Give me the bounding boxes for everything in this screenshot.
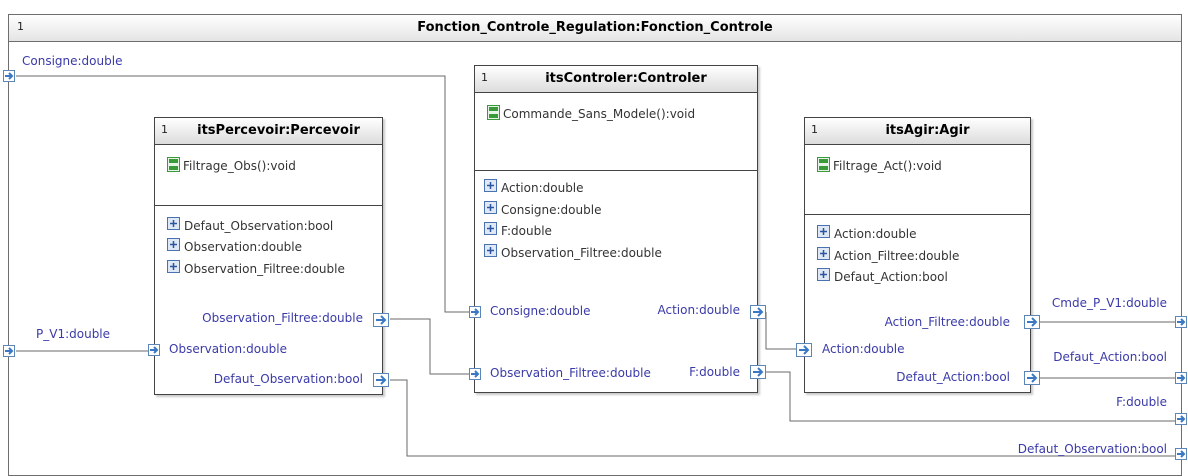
controler-port-observation-filtree[interactable] <box>469 368 481 380</box>
percevoir-attribute-label: Observation:double <box>184 239 303 254</box>
attribute-icon <box>817 268 831 285</box>
attribute-icon <box>817 225 831 242</box>
agir-operation[interactable]: Filtrage_Act():void <box>817 157 942 175</box>
agir-header: 1 itsAgir:Agir <box>805 118 1030 145</box>
agir-attribute[interactable]: Action:double <box>817 225 917 242</box>
percevoir-port-observation-filtree[interactable] <box>373 313 389 327</box>
frame-title: Fonction_Controle_Regulation:Fonction_Co… <box>417 20 773 35</box>
percevoir-port-label-observation: Observation:double <box>169 342 288 356</box>
attribute-icon <box>484 201 498 218</box>
agir-title: itsAgir:Agir <box>885 123 970 138</box>
attribute-icon <box>484 222 498 239</box>
controler-port-label-consigne: Consigne:double <box>490 304 591 318</box>
connector-consigne <box>16 75 469 313</box>
agir-attribute[interactable]: Defaut_Action:bool <box>817 268 948 285</box>
controler-operation[interactable]: Commande_Sans_Modele():void <box>487 105 695 123</box>
attribute-icon <box>167 238 181 255</box>
controler-attribute[interactable]: Action:double <box>484 179 584 196</box>
controler-port-label-observation-filtree: Observation_Filtree:double <box>490 366 651 380</box>
frame-port-label-p-v1: P_V1:double <box>36 327 111 341</box>
frame-port-p-v1[interactable] <box>3 345 15 357</box>
controler-attribute-label: Consigne:double <box>501 202 602 217</box>
operation-icon <box>817 157 830 175</box>
percevoir-separator <box>155 205 382 206</box>
frame-port-label-defaut-observation: Defaut_Observation:bool <box>1017 442 1167 456</box>
connector-observation-filtree <box>390 318 469 375</box>
frame-port-label-f: F:double <box>1116 395 1167 409</box>
controler-attribute-label: F:double <box>501 223 552 238</box>
percevoir-part[interactable]: 1 itsPercevoir:Percevoir Filtrage_Obs():… <box>154 117 383 395</box>
controler-separator <box>475 170 757 171</box>
percevoir-attribute[interactable]: Observation_Filtree:double <box>167 260 345 277</box>
operation-icon <box>487 105 500 123</box>
agir-attribute-label: Action:double <box>834 226 917 241</box>
controler-port-label-f: F:double <box>689 365 740 379</box>
percevoir-title: itsPercevoir:Percevoir <box>197 123 360 138</box>
agir-attribute[interactable]: Action_Filtree:double <box>817 247 959 264</box>
controler-part[interactable]: 1 itsControler:Controler Commande_Sans_M… <box>474 65 758 393</box>
agir-attribute-label: Defaut_Action:bool <box>834 269 948 284</box>
controler-attribute[interactable]: Consigne:double <box>484 201 601 218</box>
frame-multiplicity: 1 <box>17 20 24 33</box>
percevoir-port-observation[interactable] <box>148 344 160 356</box>
frame-port-f[interactable] <box>1175 413 1187 425</box>
controler-port-consigne[interactable] <box>469 306 481 318</box>
percevoir-operation-label: Filtrage_Obs():void <box>183 159 296 173</box>
percevoir-port-defaut-observation[interactable] <box>373 373 389 387</box>
frame-port-label-consigne: Consigne:double <box>22 54 123 68</box>
agir-port-action-filtree[interactable] <box>1024 315 1040 329</box>
attribute-icon <box>167 260 181 277</box>
agir-port-action[interactable] <box>796 343 812 357</box>
percevoir-port-label-observation-filtree: Observation_Filtree:double <box>202 311 363 325</box>
controler-port-label-action: Action:double <box>657 303 740 317</box>
percevoir-header: 1 itsPercevoir:Percevoir <box>155 118 382 145</box>
controler-multiplicity: 1 <box>481 71 488 84</box>
percevoir-port-label-defaut-observation: Defaut_Observation:bool <box>213 372 363 386</box>
controler-title: itsControler:Controler <box>545 71 707 86</box>
controler-header: 1 itsControler:Controler <box>475 66 757 93</box>
controler-attribute-label: Observation_Filtree:double <box>501 245 662 260</box>
frame-port-defaut-observation[interactable] <box>1175 448 1187 460</box>
frame-header: 1 Fonction_Controle_Regulation:Fonction_… <box>8 14 1182 42</box>
agir-port-defaut-action[interactable] <box>1024 371 1040 385</box>
frame-port-defaut-action[interactable] <box>1175 372 1187 384</box>
controler-port-action[interactable] <box>750 305 766 319</box>
percevoir-attribute[interactable]: Defaut_Observation:bool <box>167 217 333 234</box>
percevoir-attribute[interactable]: Observation:double <box>167 238 302 255</box>
percevoir-multiplicity: 1 <box>161 123 168 136</box>
controler-attribute-label: Action:double <box>501 180 584 195</box>
connector-action <box>765 312 796 350</box>
percevoir-attribute-label: Observation_Filtree:double <box>184 261 345 276</box>
attribute-icon <box>484 244 498 261</box>
percevoir-attribute-label: Defaut_Observation:bool <box>184 218 334 233</box>
percevoir-operation[interactable]: Filtrage_Obs():void <box>167 157 296 175</box>
operation-icon <box>167 157 180 175</box>
agir-port-label-defaut-action: Defaut_Action:bool <box>896 370 1010 384</box>
connector-f <box>766 371 1175 422</box>
controler-attribute[interactable]: F:double <box>484 222 552 239</box>
agir-operation-label: Filtrage_Act():void <box>833 159 942 173</box>
attribute-icon <box>484 179 498 196</box>
agir-multiplicity: 1 <box>811 123 818 136</box>
controler-attribute[interactable]: Observation_Filtree:double <box>484 244 662 261</box>
frame-port-consigne[interactable] <box>3 70 15 82</box>
agir-attribute-label: Action_Filtree:double <box>834 248 960 263</box>
attribute-icon <box>817 247 831 264</box>
controler-port-f[interactable] <box>750 365 766 379</box>
controler-operation-label: Commande_Sans_Modele():void <box>503 107 696 121</box>
agir-port-label-action-filtree: Action_Filtree:double <box>884 315 1010 329</box>
attribute-icon <box>167 217 181 234</box>
agir-part[interactable]: 1 itsAgir:Agir Filtrage_Act():void Actio… <box>804 117 1031 393</box>
connector-defaut-observation <box>390 379 1175 457</box>
frame-port-label-defaut-action: Defaut_Action:bool <box>1053 350 1167 364</box>
agir-port-label-action: Action:double <box>822 342 905 356</box>
frame-port-cmde-p-v1[interactable] <box>1175 316 1187 328</box>
frame-port-label-cmde-p-v1: Cmde_P_V1:double <box>1051 296 1167 310</box>
agir-separator <box>805 214 1030 215</box>
